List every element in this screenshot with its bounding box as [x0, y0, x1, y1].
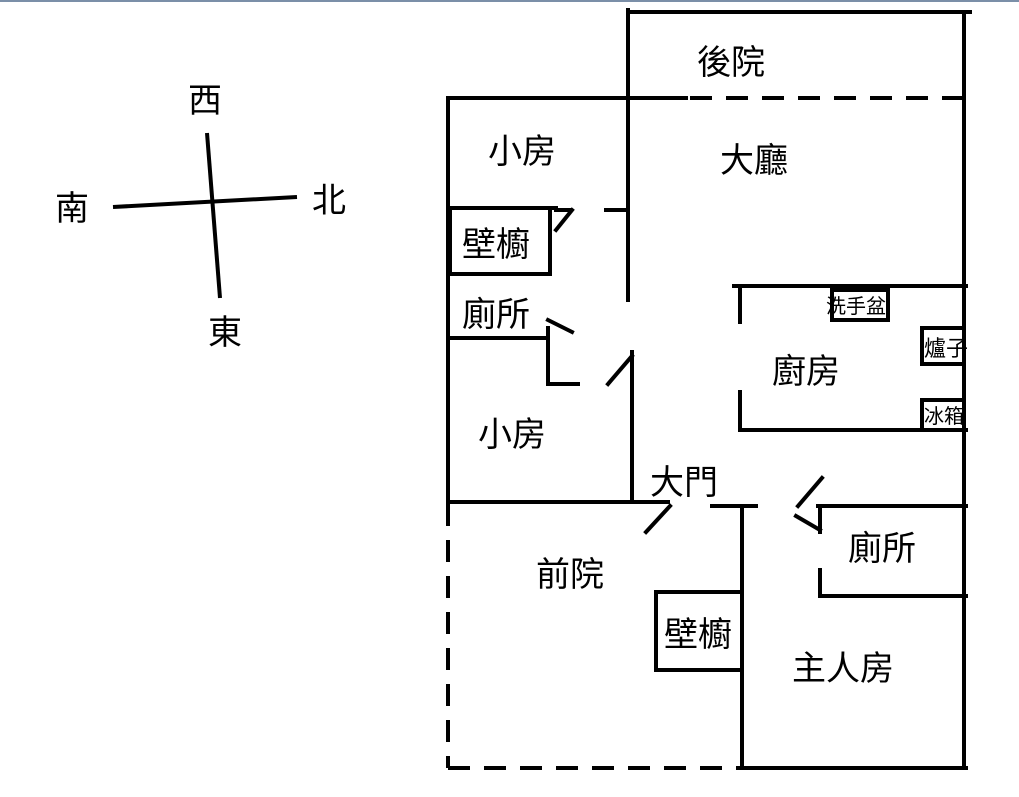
room-labels: 後院 小房 大廳 壁櫥 廁所 洗手盆 爐子 廚房 冰箱 小房 大門 前院 廁所 … — [462, 43, 968, 689]
label-toilet-right: 廁所 — [848, 529, 916, 569]
label-fridge: 冰箱 — [924, 404, 964, 428]
label-small-room-bottom: 小房 — [478, 415, 546, 455]
toilet-right-door — [793, 513, 823, 533]
label-small-room-top: 小房 — [488, 132, 556, 172]
label-front-yard: 前院 — [536, 555, 604, 595]
small-room-door — [553, 207, 575, 233]
label-living-room: 大廳 — [720, 141, 788, 181]
label-stove: 爐子 — [924, 337, 968, 362]
stove-box — [920, 326, 966, 366]
label-backyard: 後院 — [697, 43, 765, 83]
label-wash-basin: 洗手盆 — [826, 294, 886, 318]
label-closet-left: 壁櫥 — [462, 225, 530, 265]
compass-west-label: 西 — [188, 81, 222, 121]
toilet-right-entry-leaf — [795, 475, 825, 509]
main-door-left-leaf — [643, 503, 673, 535]
closet-left-box — [448, 206, 552, 276]
label-master-room: 主人房 — [792, 649, 894, 689]
walls — [446, 8, 972, 770]
compass-south-label: 南 — [55, 189, 89, 229]
fridge-box — [920, 398, 966, 432]
label-main-door: 大門 — [650, 463, 718, 503]
label-kitchen: 廚房 — [772, 352, 840, 392]
compass: 西 南 北 東 — [55, 81, 346, 353]
label-toilet-left: 廁所 — [462, 295, 530, 335]
compass-horizontal-line — [112, 195, 298, 209]
compass-north-label: 北 — [312, 181, 346, 221]
compass-east-label: 東 — [208, 313, 242, 353]
window-top-border — [0, 0, 1019, 2]
closet-right-box — [654, 590, 744, 672]
small-room-bottom-door — [605, 353, 635, 387]
label-closet-right: 壁櫥 — [664, 615, 732, 655]
toilet-left-door — [545, 317, 575, 335]
compass-vertical-line — [205, 132, 222, 299]
wash-basin-box — [830, 288, 890, 322]
